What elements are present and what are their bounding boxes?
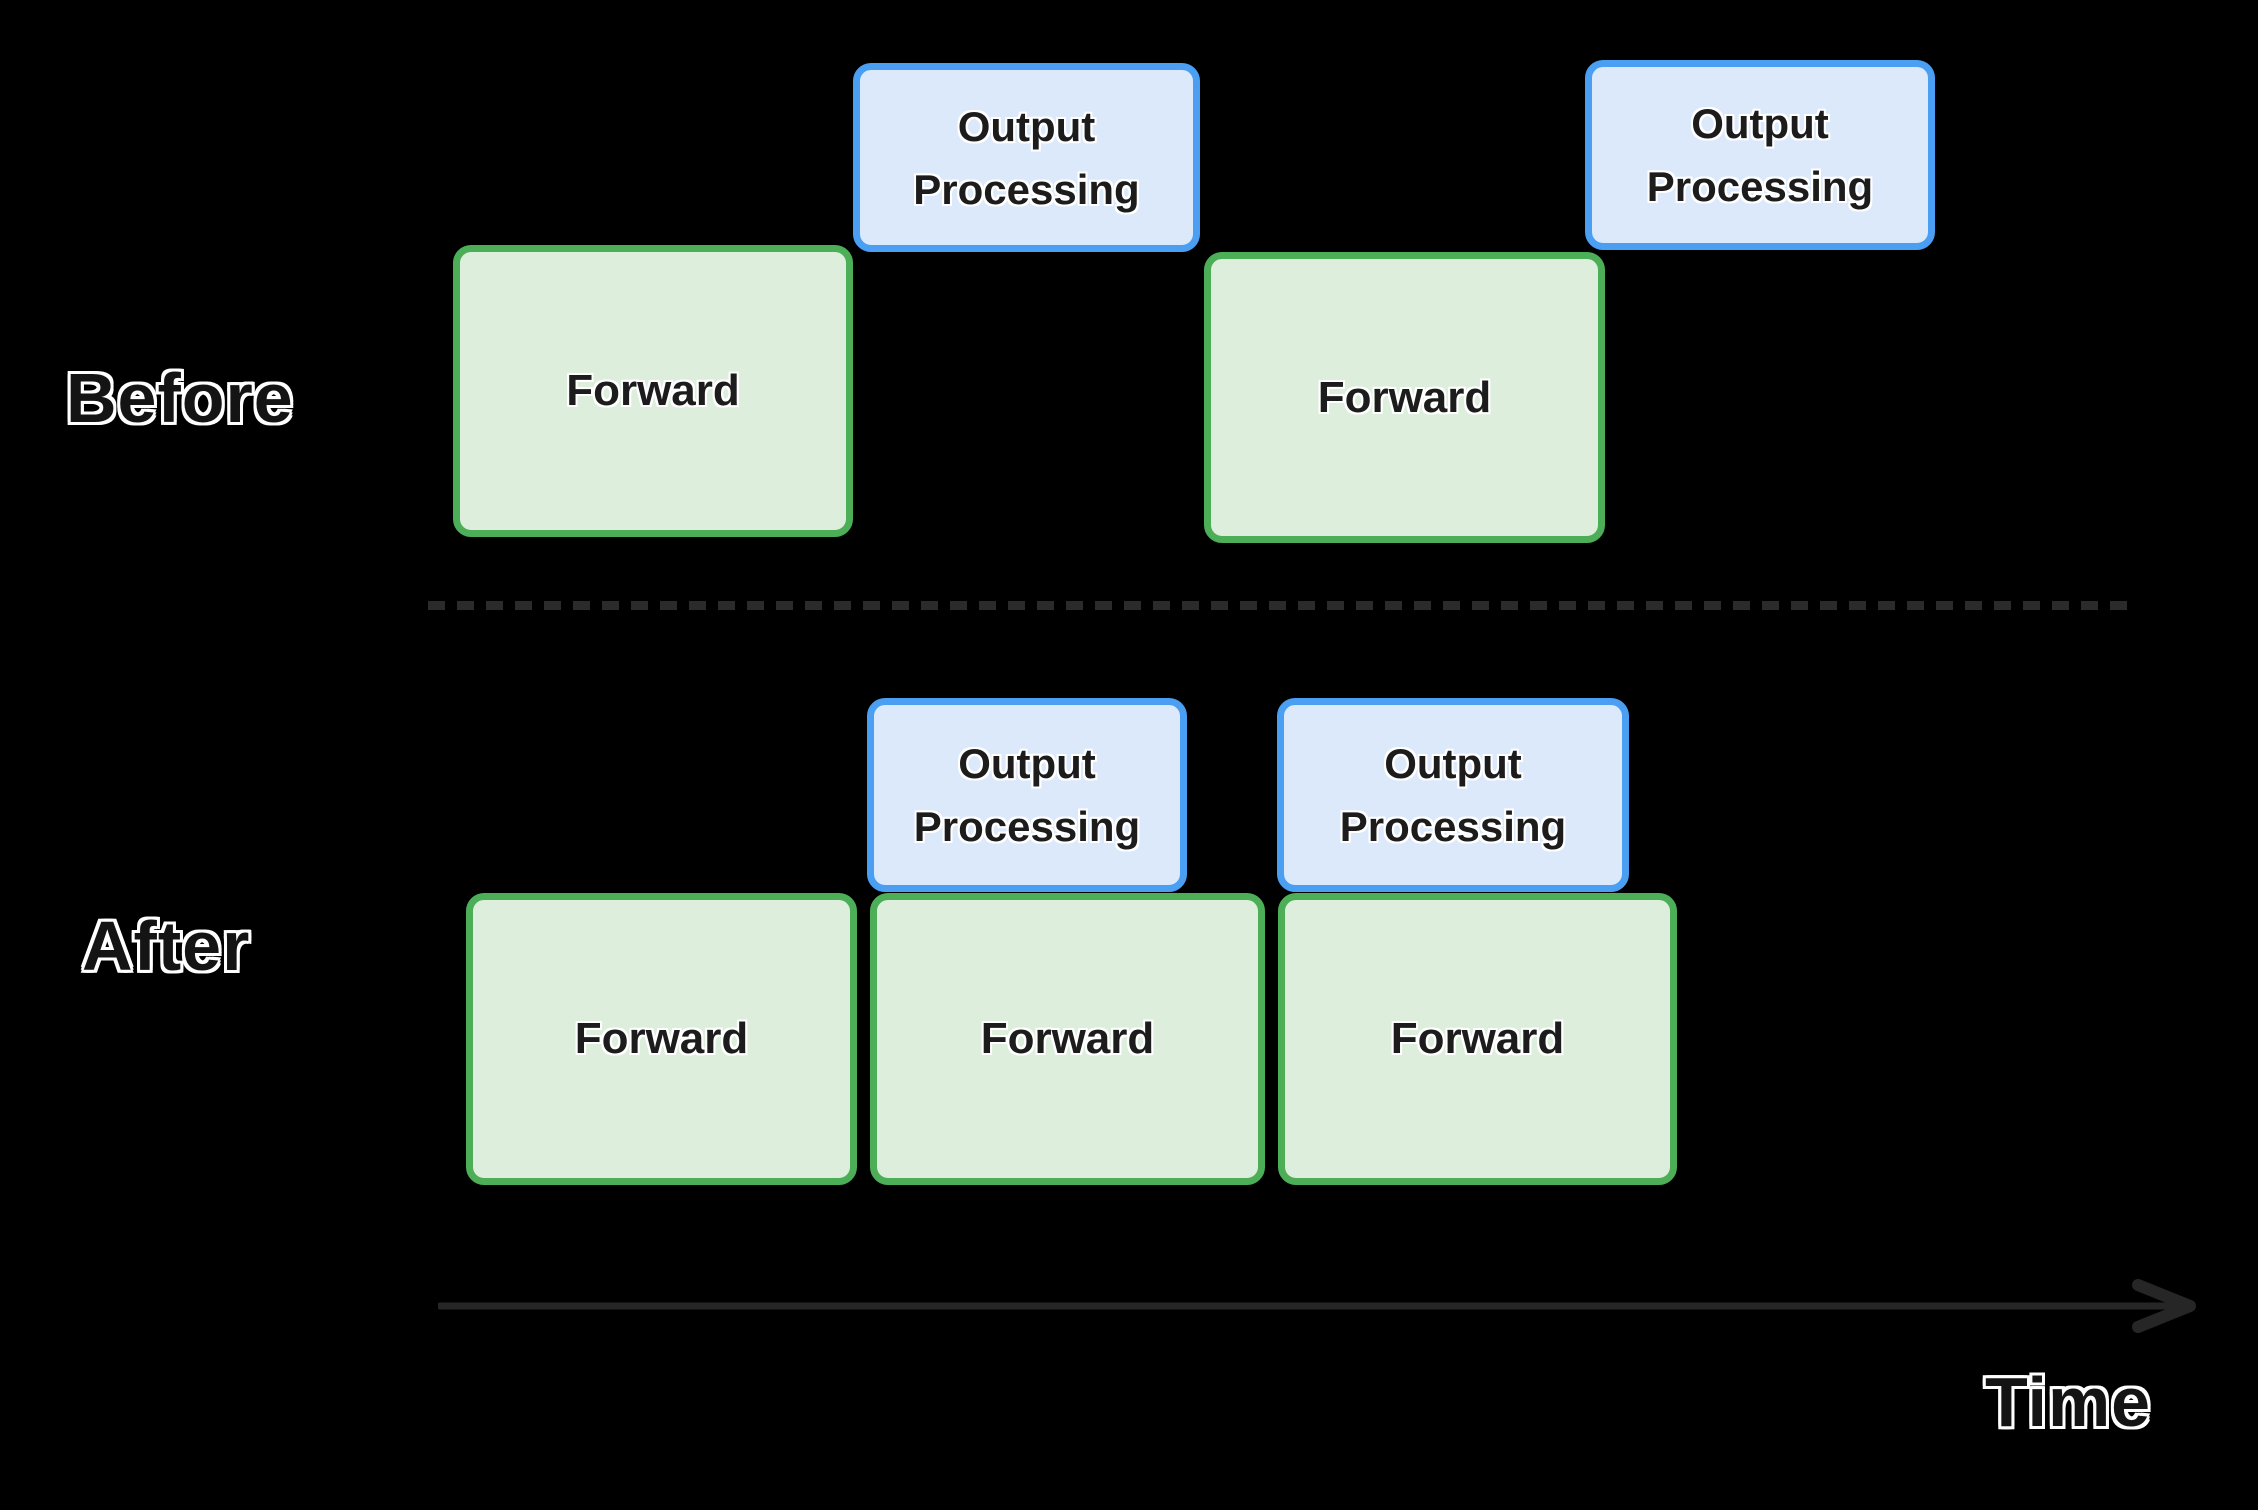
box-label: Output Processing bbox=[1646, 100, 1874, 210]
after-forward-box-3: Forward bbox=[1278, 893, 1677, 1185]
after-output-processing-box-2: Output Processing bbox=[1277, 698, 1629, 892]
time-axis-arrow bbox=[438, 1279, 2196, 1333]
after-forward-box-2: Forward bbox=[870, 893, 1265, 1185]
before-output-processing-box-1: Output Processing bbox=[853, 63, 1200, 252]
box-label: Forward bbox=[1390, 1014, 1565, 1063]
after-forward-box-1: Forward bbox=[466, 893, 857, 1185]
after-label: After bbox=[82, 907, 251, 985]
before-output-processing-box-2: Output Processing bbox=[1585, 60, 1935, 250]
box-label: Forward bbox=[980, 1014, 1155, 1063]
box-label: Output Processing bbox=[913, 740, 1141, 850]
time-axis-label: Time bbox=[1985, 1363, 2152, 1441]
box-label: Forward bbox=[574, 1014, 749, 1063]
box-label: Output Processing bbox=[1339, 740, 1567, 850]
before-forward-box-1: Forward bbox=[453, 245, 853, 537]
box-label: Forward bbox=[566, 366, 740, 415]
before-after-divider bbox=[428, 601, 2128, 610]
before-forward-box-2: Forward bbox=[1204, 252, 1605, 543]
box-label: Output Processing bbox=[913, 102, 1140, 213]
before-label: Before bbox=[66, 359, 294, 437]
box-label: Forward bbox=[1317, 372, 1492, 422]
after-output-processing-box-1: Output Processing bbox=[867, 698, 1187, 892]
